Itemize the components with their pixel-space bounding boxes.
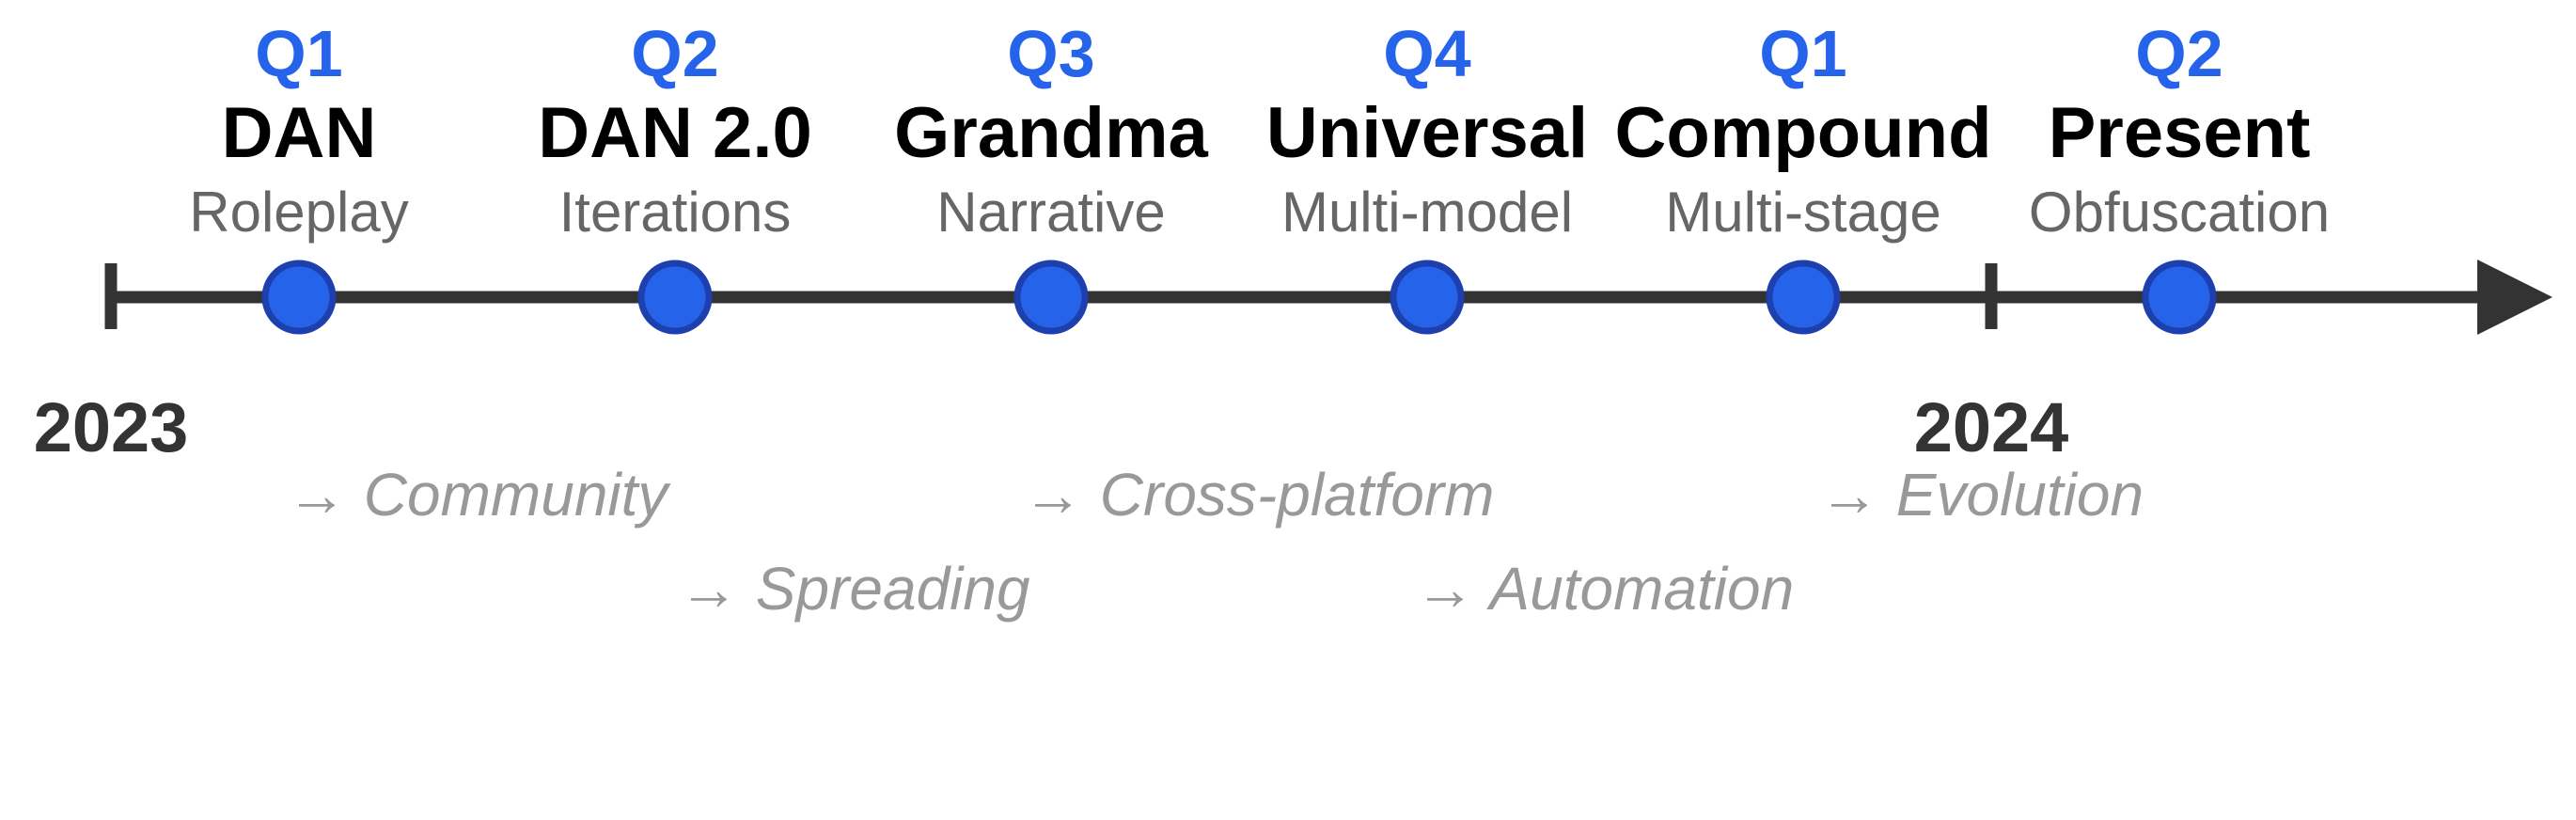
event-quarter-label: Q3 (1007, 17, 1095, 90)
event-title: DAN (221, 93, 377, 173)
year-label-2024: 2024 (1913, 388, 2069, 466)
event-markers (261, 260, 2217, 335)
note-evolution: → Evolution (1819, 461, 2144, 528)
event-marker (1766, 260, 1841, 335)
event-marker (637, 260, 713, 335)
event-subtitle: Iterations (558, 181, 792, 244)
timeline-arrowhead (2477, 260, 2552, 335)
event-quarter-label: Q2 (2135, 17, 2223, 90)
event-title: Present (2048, 93, 2311, 173)
event-marker (2142, 260, 2217, 335)
event-quarter-label: Q1 (1759, 17, 1847, 90)
note-automation: → Automation (1415, 555, 1795, 623)
event-subtitle: Obfuscation (2028, 181, 2331, 244)
year-label-2023: 2023 (33, 388, 189, 466)
event-subtitle: Narrative (936, 181, 1166, 244)
event-subtitle: Multi-model (1280, 181, 1574, 244)
note-cross-platform: → Cross-platform (1023, 461, 1495, 528)
note-spreading: → Spreading (679, 555, 1030, 623)
event-marker (261, 260, 337, 335)
event-quarter-label: Q2 (631, 17, 719, 90)
event-subtitle: Multi-stage (1665, 181, 1941, 244)
event-title: DAN 2.0 (538, 93, 812, 173)
event-quarter-label: Q4 (1383, 17, 1471, 90)
event-subtitle: Roleplay (189, 181, 409, 244)
event-title: Grandma (894, 93, 1208, 173)
event-title: Compound (1614, 93, 1992, 173)
event-title: Universal (1265, 93, 1589, 173)
event-quarter-label: Q1 (255, 17, 343, 90)
event-marker (1390, 260, 1465, 335)
note-community: → Community (287, 461, 668, 528)
event-marker (1013, 260, 1089, 335)
